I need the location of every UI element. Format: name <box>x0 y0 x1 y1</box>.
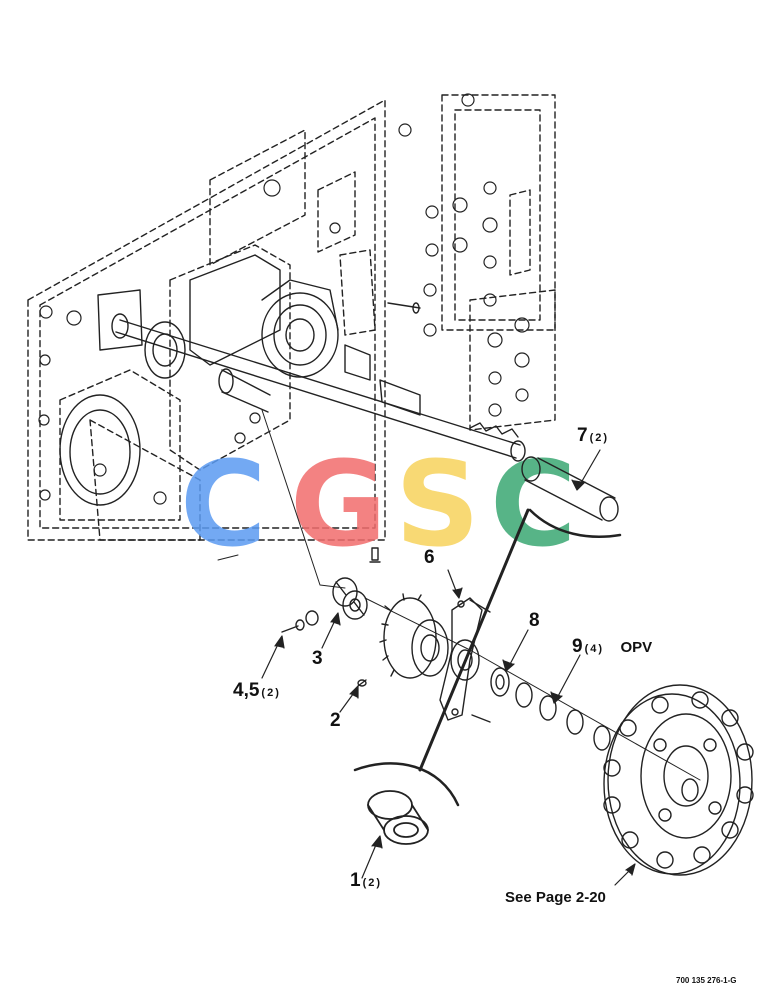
sprocket <box>379 593 449 679</box>
part-2-grease-fitting <box>357 679 367 687</box>
assembly-axis <box>364 597 701 781</box>
clutch-hub-assembly <box>603 684 754 876</box>
watermark-letter: G <box>290 435 387 573</box>
callout-4-5: 4,5(2) <box>233 680 281 702</box>
callout-4-5-qty: (2) <box>261 687 281 699</box>
callout-1-number: 1 <box>350 870 361 891</box>
part-7-pin <box>521 456 619 522</box>
callout-6-number: 6 <box>424 547 435 568</box>
projection-line <box>261 409 346 589</box>
callout-1-qty: (2) <box>362 877 383 889</box>
detail-leaders <box>353 508 622 807</box>
part-8-spacer <box>490 667 510 697</box>
watermark-letter: C <box>180 435 267 573</box>
callout-7: 7(2) <box>577 425 609 447</box>
part-4-5-bolt-washer <box>281 610 319 633</box>
callout-9-qty: (4) <box>584 643 605 655</box>
part-3-collar <box>332 577 368 620</box>
callout-7-qty: (2) <box>589 432 610 444</box>
callout-2: 2 <box>330 710 341 732</box>
frame-holes <box>38 93 530 505</box>
drawing-number: 700 135 276-1-G <box>676 976 737 985</box>
watermark: C G S C <box>180 435 577 573</box>
callout-1: 1(2) <box>350 870 382 892</box>
callout-9-number: 9 <box>572 636 583 657</box>
part-9-shims <box>515 682 611 751</box>
callout-6: 6 <box>424 547 435 569</box>
frame-opening <box>59 394 141 506</box>
reference-note: See Page 2-20 <box>505 889 606 906</box>
callout-9: 9(4) OPV <box>572 636 652 658</box>
watermark-letter: C <box>490 435 577 573</box>
callout-3: 3 <box>312 648 323 670</box>
callout-4-5-number: 4,5 <box>233 680 260 701</box>
callout-9-note: OPV <box>620 639 653 656</box>
part-1-bushing <box>367 790 429 845</box>
callout-arrows <box>261 449 636 886</box>
part-6-idler-arm <box>439 597 491 723</box>
watermark-letter: S <box>395 435 480 573</box>
callout-8: 8 <box>529 610 540 632</box>
callout-2-number: 2 <box>330 710 341 731</box>
projection-line <box>217 554 239 561</box>
drive-shaft <box>97 254 526 462</box>
callout-8-number: 8 <box>529 610 540 631</box>
callout-3-number: 3 <box>312 648 323 669</box>
callout-7-number: 7 <box>577 425 588 446</box>
set-screw <box>369 547 381 563</box>
